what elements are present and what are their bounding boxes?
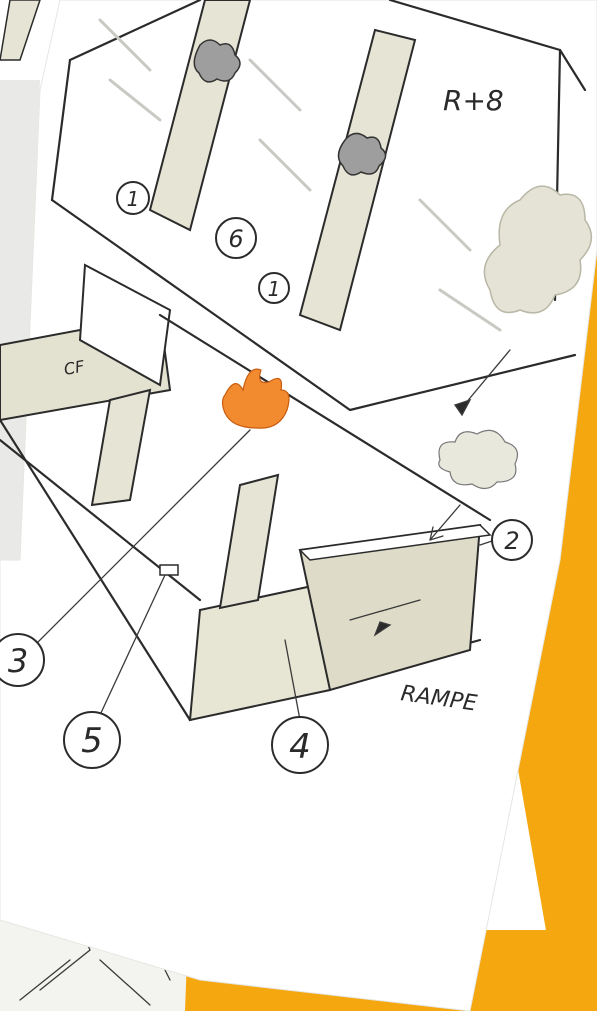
svg-text:4: 4 [289,727,311,767]
marker-1b: 1 [259,273,289,303]
column-far-left [0,0,40,60]
smoke-icon [338,133,385,174]
svg-text:3: 3 [8,642,28,680]
marker-3: 3 [0,634,44,686]
svg-text:2: 2 [504,527,519,555]
marker-5: 5 [64,712,120,768]
svg-text:6: 6 [228,225,243,253]
door-marker [160,565,178,575]
svg-text:1: 1 [127,187,140,211]
svg-text:5: 5 [81,721,103,761]
marker-4: 4 [272,717,328,773]
marker-6: 6 [216,218,256,258]
fire-door-label: CF [62,357,86,379]
floor-level-label: R+8 [443,84,504,117]
marker-1a: 1 [117,182,149,214]
marker-2: 2 [492,520,532,560]
svg-text:1: 1 [268,277,281,301]
